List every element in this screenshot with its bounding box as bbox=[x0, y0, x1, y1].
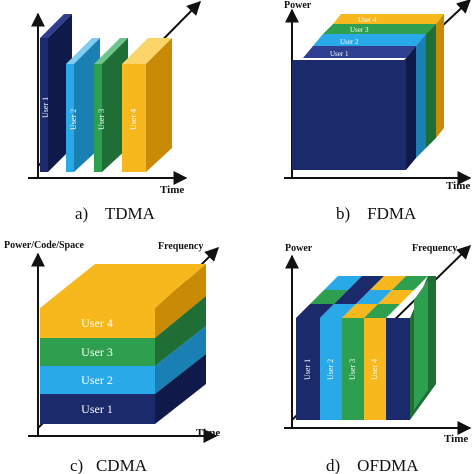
cdma-side-user-4 bbox=[155, 264, 206, 338]
fdma-user-1-label: User 1 bbox=[330, 50, 349, 58]
ofdma-column-user-4 bbox=[364, 318, 386, 420]
cdma-user-2-label: User 2 bbox=[81, 373, 113, 387]
ofdma-user-4-label: User 4 bbox=[370, 359, 379, 380]
fdma-caption: b) FDMA bbox=[336, 204, 417, 223]
ofdma-top-grid bbox=[296, 276, 428, 318]
cdma-top-face bbox=[40, 264, 206, 308]
tdma-slab-user-2 bbox=[66, 38, 100, 172]
cdma-time-label: Time bbox=[196, 427, 220, 439]
ofdma-column-user-2 bbox=[320, 318, 342, 420]
fdma-slab-user-3 bbox=[323, 24, 436, 148]
cdma-layer-user-1 bbox=[40, 394, 155, 424]
cdma-caption: c) CDMA bbox=[70, 456, 148, 474]
ofdma-user-3-label: User 3 bbox=[348, 359, 357, 380]
cdma-layer-user-3 bbox=[40, 338, 155, 366]
ofdma-frequency-label: Frequency bbox=[412, 243, 457, 254]
ofdma-caption: d) OFDMA bbox=[326, 456, 419, 474]
tdma-slab-user-4 bbox=[122, 38, 172, 172]
ofdma-side-strip bbox=[414, 280, 428, 410]
panel-cdma: User 4 User 3 User 2 User 1 Power/Code/S… bbox=[4, 240, 220, 474]
ofdma-column-user-3 bbox=[342, 318, 364, 420]
tdma-user-3-label: User 3 bbox=[97, 109, 106, 130]
fdma-user-4-label: User 4 bbox=[358, 16, 377, 24]
tdma-user-1-label: User 1 bbox=[41, 97, 50, 118]
cdma-side-user-2 bbox=[155, 326, 206, 394]
fdma-slab-user-2 bbox=[313, 34, 426, 158]
tdma-user-2-label: User 2 bbox=[69, 109, 78, 130]
fdma-slab-user-1 bbox=[292, 46, 416, 170]
ofdma-column-user-1 bbox=[296, 318, 320, 420]
cdma-user-1-label: User 1 bbox=[81, 402, 113, 416]
tdma-caption: a) TDMA bbox=[75, 204, 156, 223]
cdma-user-4-label: User 4 bbox=[81, 316, 113, 330]
cdma-side-user-3 bbox=[155, 296, 206, 366]
ofdma-time-label: Time bbox=[444, 433, 468, 445]
cdma-frequency-label: Frequency bbox=[158, 241, 203, 252]
cdma-user-3-label: User 3 bbox=[81, 345, 113, 359]
cdma-side-user-1 bbox=[155, 354, 206, 424]
panel-tdma: User 1 User 2 User 3 User 4 Time a) TDMA bbox=[28, 1, 201, 223]
fdma-user-2-label: User 2 bbox=[340, 38, 359, 46]
ofdma-user-2-label: User 2 bbox=[326, 359, 335, 380]
fdma-time-label: Time bbox=[446, 180, 470, 192]
tdma-time-label: Time bbox=[160, 184, 184, 196]
cdma-layer-user-2 bbox=[40, 366, 155, 394]
fdma-user-3-label: User 3 bbox=[350, 26, 369, 34]
panel-ofdma: User 1 User 2 User 3 User 4 Power Freque… bbox=[284, 243, 472, 474]
ofdma-column-extra bbox=[386, 318, 410, 420]
ofdma-user-1-label: User 1 bbox=[303, 359, 312, 380]
tdma-user-4-label: User 4 bbox=[129, 109, 138, 130]
fdma-power-label: Power bbox=[284, 0, 312, 11]
ofdma-power-label: Power bbox=[285, 243, 313, 254]
cdma-layer-user-4 bbox=[40, 308, 155, 338]
fdma-slab-user-4 bbox=[333, 14, 444, 138]
tdma-slab-user-3 bbox=[94, 38, 128, 172]
cdma-y-label: Power/Code/Space bbox=[4, 240, 85, 251]
panel-fdma: User 4 User 3 User 2 User 1 Power Time b… bbox=[284, 0, 472, 223]
